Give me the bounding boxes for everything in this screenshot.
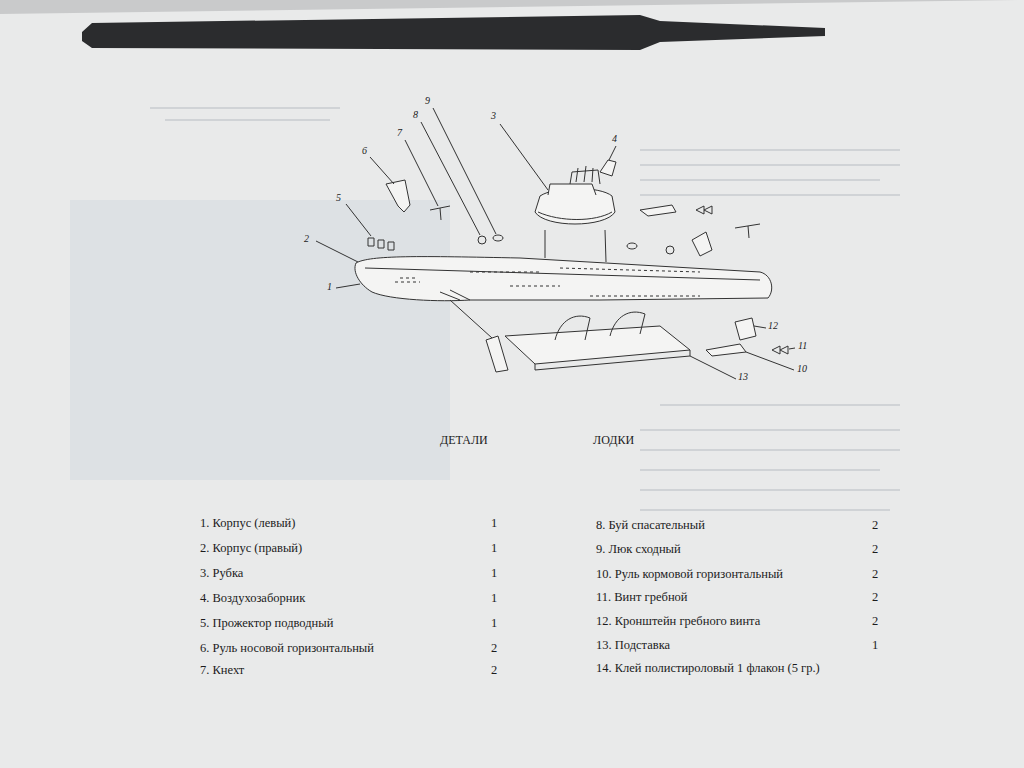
part-name: 7. Кнехт bbox=[200, 664, 244, 678]
part-name: 4. Воздухозаборник bbox=[200, 592, 305, 606]
show-through-lines bbox=[150, 108, 900, 510]
part-name: 1. Корпус (левый) bbox=[200, 517, 295, 531]
callout-number: 10 bbox=[797, 363, 807, 374]
part-quantity: 2 bbox=[872, 568, 878, 582]
part-quantity: 2 bbox=[491, 664, 497, 678]
submarine-drawing bbox=[316, 108, 795, 379]
part-quantity: 1 bbox=[491, 592, 497, 606]
part-name: 11. Винт гребной bbox=[596, 591, 688, 605]
part-quantity: 1 bbox=[491, 542, 497, 556]
callout-number: 1 bbox=[327, 281, 332, 292]
part-name: 9. Люк сходный bbox=[596, 543, 681, 557]
file-tool bbox=[82, 15, 825, 50]
callout-number: 13 bbox=[738, 371, 748, 382]
callout-number: 11 bbox=[798, 340, 807, 351]
part-name: 10. Руль кормовой горизонтальный bbox=[596, 568, 783, 582]
part-name: 13. Подставка bbox=[596, 639, 670, 653]
part-name: 14. Клей полистироловый 1 флакон (5 гр.) bbox=[596, 662, 820, 676]
part-name: 12. Кронштейн гребного винта bbox=[596, 615, 760, 629]
callout-number: 6 bbox=[362, 145, 367, 156]
part-name: 6. Руль носовой горизонтальный bbox=[200, 642, 374, 656]
callout-number: 3 bbox=[491, 110, 496, 121]
part-quantity: 1 bbox=[491, 567, 497, 581]
section-heading: ДЕТАЛИ bbox=[440, 434, 488, 447]
section-heading: ЛОДКИ bbox=[593, 434, 634, 447]
callout-number: 7 bbox=[397, 127, 402, 138]
part-quantity: 2 bbox=[872, 591, 878, 605]
part-quantity: 1 bbox=[491, 617, 497, 631]
callout-number: 8 bbox=[413, 109, 418, 120]
part-quantity: 2 bbox=[491, 642, 497, 656]
callout-number: 2 bbox=[304, 233, 309, 244]
callout-number: 9 bbox=[425, 95, 430, 106]
show-through-shade bbox=[70, 200, 450, 480]
part-quantity: 2 bbox=[872, 519, 878, 533]
part-name: 2. Корпус (правый) bbox=[200, 542, 302, 556]
part-name: 5. Прожектор подводный bbox=[200, 617, 333, 631]
part-name: 3. Рубка bbox=[200, 567, 243, 581]
part-name: 8. Буй спасательный bbox=[596, 519, 705, 533]
callout-number: 5 bbox=[336, 192, 341, 203]
callout-number: 4 bbox=[612, 133, 617, 144]
callout-number: 12 bbox=[768, 320, 778, 331]
part-quantity: 2 bbox=[872, 543, 878, 557]
part-quantity: 2 bbox=[872, 615, 878, 629]
part-quantity: 1 bbox=[872, 639, 878, 653]
part-quantity: 1 bbox=[491, 517, 497, 531]
